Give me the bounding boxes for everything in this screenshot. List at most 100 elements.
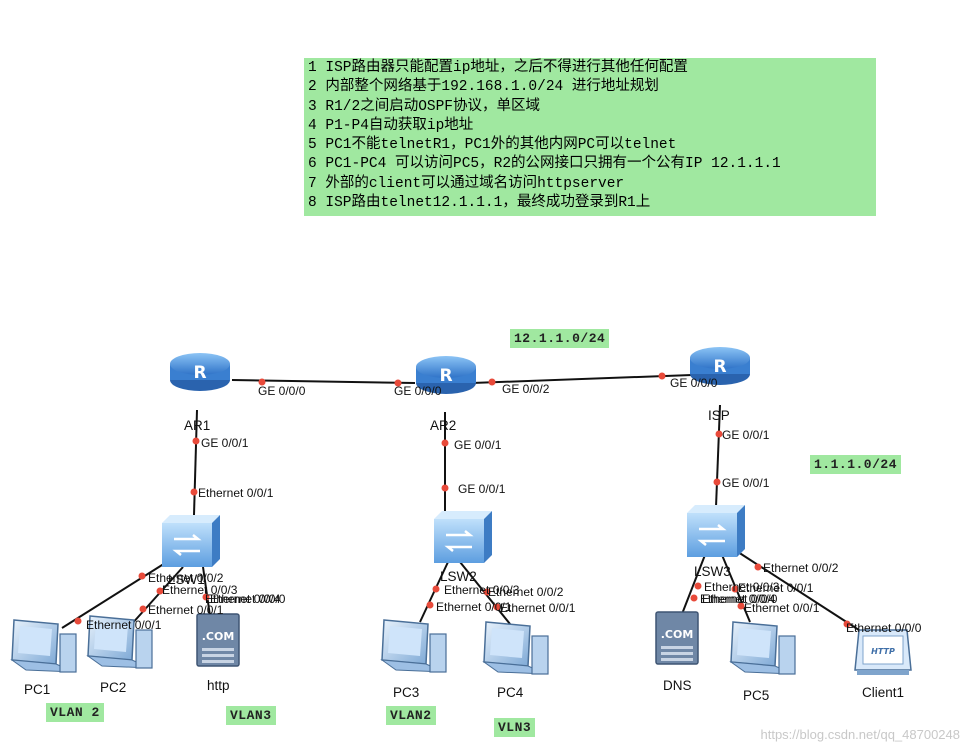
- device-name-lsw3: LSW3: [694, 564, 731, 579]
- port-dot: [258, 378, 266, 386]
- vlan-label-pc4: VLN3: [494, 718, 536, 737]
- port-dot: [843, 620, 851, 628]
- port-label: Ethernet 0/0/1: [148, 603, 224, 617]
- pc-pc4[interactable]: [482, 621, 549, 675]
- router-ar1[interactable]: R: [170, 353, 230, 391]
- port-label: Ethernet 0/0/0: [210, 592, 286, 606]
- port-label: GE 0/0/0: [670, 376, 718, 390]
- port-label: GE 0/0/1: [201, 436, 249, 450]
- router-isp[interactable]: R: [690, 347, 750, 385]
- link-lsw3-dns: [681, 554, 706, 615]
- port-label: Ethernet 0/0/1: [500, 601, 576, 615]
- port-dot: [192, 437, 200, 445]
- port-label: Ethernet 0/0/2: [488, 585, 564, 599]
- port-label: Ethernet 0/0/0: [846, 621, 922, 635]
- port-label: Ethernet 0/0/3: [162, 583, 238, 597]
- port-dot: [441, 484, 449, 492]
- port-label: Ethernet 0/0/1: [198, 486, 274, 500]
- port-label: GE 0/0/1: [458, 482, 506, 496]
- device-name-client1: Client1: [862, 685, 904, 700]
- port-label: GE 0/0/0: [258, 384, 306, 398]
- port-dot: [394, 379, 402, 387]
- port-dot: [432, 585, 440, 593]
- port-dot: [488, 378, 496, 386]
- port-label: Ethernet 0/0/0: [702, 592, 778, 606]
- port-label: GE 0/0/1: [722, 428, 770, 442]
- port-dot: [715, 430, 723, 438]
- device-name-ar1: AR1: [184, 418, 210, 433]
- vlan-label-http: VLAN3: [226, 706, 276, 725]
- port-dot: [202, 593, 210, 601]
- port-label: Ethernet 0/0/4: [700, 592, 776, 606]
- device-name-ar2: AR2: [430, 418, 456, 433]
- pc-pc5[interactable]: [729, 621, 796, 675]
- server-dns[interactable]: .COM: [655, 611, 699, 665]
- router-glyph: R: [193, 363, 206, 383]
- port-label: Ethernet 0/0/1: [744, 601, 820, 615]
- switch-lsw2[interactable]: [434, 511, 492, 563]
- subnet-label-wan: 12.1.1.0/24: [510, 329, 610, 348]
- requirements-note: 1 ISP路由器只能配置ip地址，之后不得进行其他任何配置 2 内部整个网络基于…: [304, 58, 876, 216]
- port-dot: [658, 372, 666, 380]
- port-label: GE 0/0/2: [502, 382, 550, 396]
- link-lsw1-http: [202, 566, 211, 617]
- port-label: GE 0/0/1: [722, 476, 770, 490]
- port-dot: [426, 601, 434, 609]
- port-label: Ethernet 0/0/2: [148, 571, 224, 585]
- pc-pc1[interactable]: [10, 619, 77, 673]
- requirement-line: 3 R1/2之间启动OSPF协议，单区域: [308, 98, 541, 115]
- port-dot: [139, 605, 147, 613]
- requirement-line: 6 PC1-PC4 可以访问PC5，R2的公网接口只拥有一个公有IP 12.1.…: [308, 156, 781, 173]
- port-dot: [441, 439, 449, 447]
- link-ar1-lsw1: [193, 409, 198, 516]
- router-glyph: R: [713, 357, 726, 377]
- device-name-pc1: PC1: [24, 682, 50, 697]
- port-dot: [731, 585, 739, 593]
- port-dot: [493, 603, 501, 611]
- switch-lsw3[interactable]: [687, 505, 745, 557]
- port-dot: [138, 572, 146, 580]
- port-label: Ethernet 0/0/3: [444, 583, 520, 597]
- pc-pc2[interactable]: [86, 615, 153, 669]
- requirement-line: 1 ISP路由器只能配置ip地址，之后不得进行其他任何配置: [308, 60, 688, 76]
- port-dot: [190, 488, 198, 496]
- port-label: Ethernet 0/0/1: [738, 581, 814, 595]
- port-dot: [156, 587, 164, 595]
- requirement-line: 7 外部的client可以通过域名访问httpserver: [308, 175, 625, 192]
- port-dots: [74, 372, 851, 628]
- port-dot: [737, 602, 745, 610]
- client-client1[interactable]: HTTP: [854, 629, 912, 675]
- port-label: Ethernet 0/0/3: [704, 580, 780, 594]
- device-name-pc3: PC3: [393, 685, 419, 700]
- port-label: Ethernet 0/0/4: [205, 592, 281, 606]
- port-dot: [690, 594, 698, 602]
- pc-pc3[interactable]: [380, 619, 447, 673]
- link-lsw1-pc2: [129, 566, 184, 627]
- port-label: GE 0/0/1: [454, 438, 502, 452]
- device-name-pc2: PC2: [100, 680, 126, 695]
- link-isp-lsw3: [715, 404, 721, 508]
- requirement-line: 8 ISP路由telnet12.1.1.1，最终成功登录到R1上: [308, 195, 651, 212]
- port-dot: [694, 582, 702, 590]
- router-ar2[interactable]: R: [416, 356, 476, 394]
- port-label: Ethernet 0/0/1: [436, 600, 512, 614]
- switch-lsw1[interactable]: [162, 515, 220, 567]
- requirement-line: 5 PC1不能telnetR1，PC1外的其他内网PC可以telnet: [308, 137, 677, 154]
- vlan-label-pc3: VLAN2: [386, 706, 436, 725]
- vlan-label-pc1-pc2: VLAN 2: [46, 703, 104, 722]
- port-dot: [74, 617, 82, 625]
- server-http[interactable]: .COM: [196, 613, 240, 667]
- requirement-line: 4 P1-P4自动获取ip地址: [308, 117, 474, 134]
- link-lsw1-pc1: [61, 559, 171, 629]
- watermark: https://blog.csdn.net/qq_48700248: [760, 727, 961, 742]
- subnet-label-isp: 1.1.1.0/24: [810, 455, 902, 474]
- device-name-pc5: PC5: [743, 688, 769, 703]
- port-label: Ethernet 0/0/2: [763, 561, 839, 575]
- server-glyph: .COM: [202, 630, 235, 643]
- link-lsw2-pc3: [419, 561, 449, 623]
- client-glyph: HTTP: [871, 647, 895, 656]
- requirement-line: 2 内部整个网络基于192.168.1.0/24 进行地址规划: [308, 79, 659, 96]
- link-ar2-isp: [471, 374, 693, 384]
- device-name-lsw1: LSW1: [168, 572, 205, 587]
